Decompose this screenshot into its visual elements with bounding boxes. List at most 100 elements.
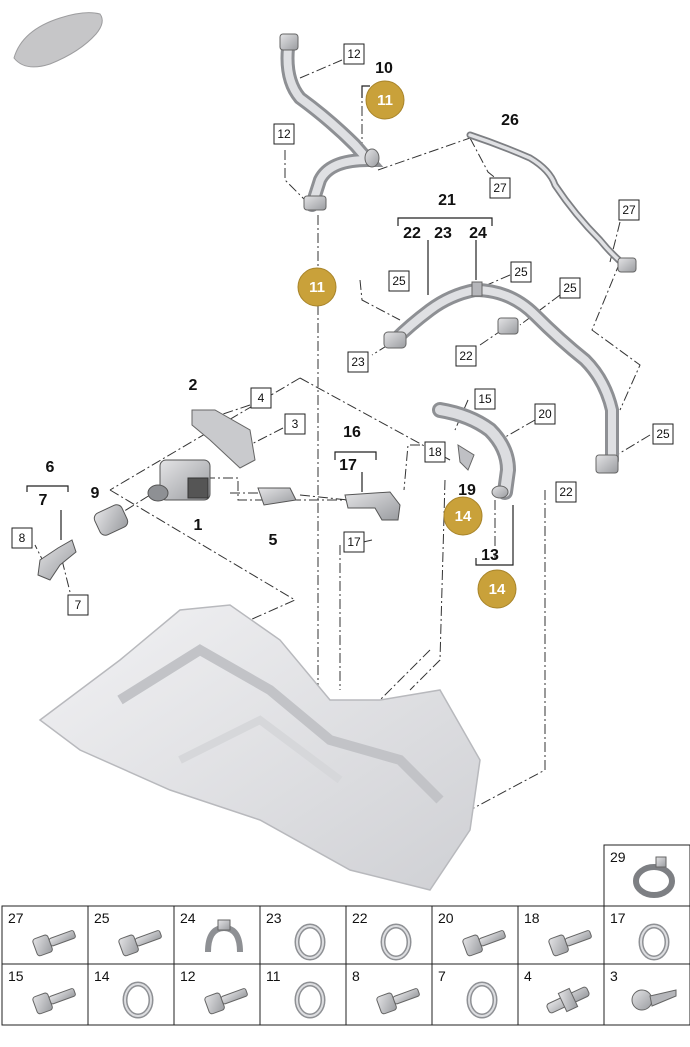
callout-box-label: 27 <box>622 203 636 217</box>
bolt-icon <box>118 930 162 957</box>
bolt-icon <box>32 930 76 957</box>
parts-grid-cell-number: 29 <box>610 849 626 865</box>
parts-grid-cell-number: 20 <box>438 910 454 926</box>
parts-grid-cell: 25 <box>87 905 175 968</box>
callout-box-label: 25 <box>514 265 528 279</box>
parts-grid-cell: 18 <box>517 905 605 968</box>
callout-box: 20 <box>534 403 556 425</box>
bolt-icon <box>548 930 592 957</box>
parts-grid-cell: 17 <box>603 905 690 968</box>
coolant-pipe-long <box>383 281 619 474</box>
part-number-label: 26 <box>501 112 519 129</box>
bracket-19 <box>457 444 475 471</box>
ring-icon <box>380 923 412 961</box>
part-number-label: 19 <box>458 482 476 499</box>
parts-grid-cell: 22 <box>345 905 433 968</box>
callout-box-label: 12 <box>347 47 361 61</box>
water-pump <box>147 409 256 502</box>
callout-box-label: 25 <box>656 427 670 441</box>
bolt-icon <box>376 988 420 1015</box>
part-number-label: 1 <box>194 517 203 534</box>
callout-box: 25 <box>559 277 581 299</box>
elbow-6 <box>37 539 77 581</box>
part-number-label: 17 <box>339 457 357 474</box>
group-brackets <box>26 85 514 566</box>
parts-grid-cell: 8 <box>345 963 433 1026</box>
stud-icon <box>546 986 590 1014</box>
callout-box: 25 <box>652 423 674 445</box>
callout-box-label: 7 <box>75 598 82 612</box>
part-number-label: 5 <box>269 532 278 549</box>
parts-grid-cell-number: 27 <box>8 910 24 926</box>
callout-box-label: 3 <box>292 417 299 431</box>
callout-box: 22 <box>555 481 577 503</box>
highlight-circle: 11 <box>297 267 337 307</box>
callout-box: 25 <box>510 261 532 283</box>
callout-box: 7 <box>67 594 89 616</box>
highlight-circles: 11 11 14 14 <box>297 80 517 609</box>
coolant-hose-13 <box>432 402 517 500</box>
callout-box-label: 18 <box>428 445 442 459</box>
parts-grid-cell: 7 <box>431 963 519 1026</box>
callout-box: 17 <box>343 531 365 553</box>
clamp-icon <box>205 919 243 953</box>
callout-box-label: 15 <box>478 392 492 406</box>
parts-grid-cell-number: 15 <box>8 968 24 984</box>
parts-grid-cell: 11 <box>259 963 347 1026</box>
highlight-circle-label: 14 <box>455 508 472 525</box>
callout-box-label: 25 <box>563 281 577 295</box>
callout-box: 22 <box>455 345 477 367</box>
sleeve-9 <box>93 504 129 536</box>
part-number-label: 9 <box>91 485 100 502</box>
callout-box-label: 23 <box>351 355 365 369</box>
callout-box-label: 20 <box>538 407 552 421</box>
parts-grid-cell-number: 22 <box>352 910 368 926</box>
part-number-label: 23 <box>434 225 452 242</box>
callout-box: 15 <box>474 388 496 410</box>
part-number-label: 13 <box>481 547 499 564</box>
parts-grid-cell-number: 17 <box>610 910 626 926</box>
parts-grid-cell-number: 7 <box>438 968 446 984</box>
parts-grid-cell-number: 18 <box>524 910 540 926</box>
callout-box: 12 <box>273 123 295 145</box>
parts-grid-cell: 27 <box>1 905 89 968</box>
highlight-circle: 14 <box>477 569 517 609</box>
callout-box-label: 27 <box>493 181 507 195</box>
highlight-circle: 11 <box>365 80 405 120</box>
parts-grid-cell: 12 <box>173 963 261 1026</box>
parts-grid-cell-number: 8 <box>352 968 360 984</box>
parts-grid-cell: 3 <box>603 963 690 1026</box>
parts-grid-cell: 15 <box>1 963 89 1026</box>
callout-box: 12 <box>343 43 365 65</box>
engine-block <box>38 604 481 891</box>
part-number-label: 21 <box>438 192 456 209</box>
highlight-circle-label: 14 <box>489 581 506 598</box>
parts-grid-cell-number: 11 <box>266 968 281 984</box>
parts-grid-cell: 24 <box>173 905 261 968</box>
parts-grid-cell: 29 <box>603 844 690 907</box>
parts-grid-cell: 23 <box>259 905 347 968</box>
ring-icon <box>122 981 154 1019</box>
callout-box-label: 22 <box>559 485 573 499</box>
callout-box-label: 8 <box>19 531 26 545</box>
callout-box: 18 <box>424 441 446 463</box>
callout-box-label: 17 <box>347 535 361 549</box>
callout-box: 27 <box>618 199 640 221</box>
part-number-label: 7 <box>39 492 48 509</box>
parts-grid-cell: 14 <box>87 963 175 1026</box>
ring-icon <box>466 981 498 1019</box>
part-number-label: 10 <box>375 60 393 77</box>
coupling-16 <box>344 491 401 521</box>
parts-grid-cell: 20 <box>431 905 519 968</box>
coolant-pipe-26 <box>466 131 637 273</box>
callout-box: 8 <box>11 527 33 549</box>
parts-grid-cell-number: 3 <box>610 968 618 984</box>
part-number-label: 2 <box>189 377 198 394</box>
highlight-circle-label: 11 <box>377 92 393 109</box>
parts-grid-cell-number: 24 <box>180 910 196 926</box>
parts-grid-cell-number: 12 <box>180 968 196 984</box>
screw-icon <box>631 989 677 1011</box>
